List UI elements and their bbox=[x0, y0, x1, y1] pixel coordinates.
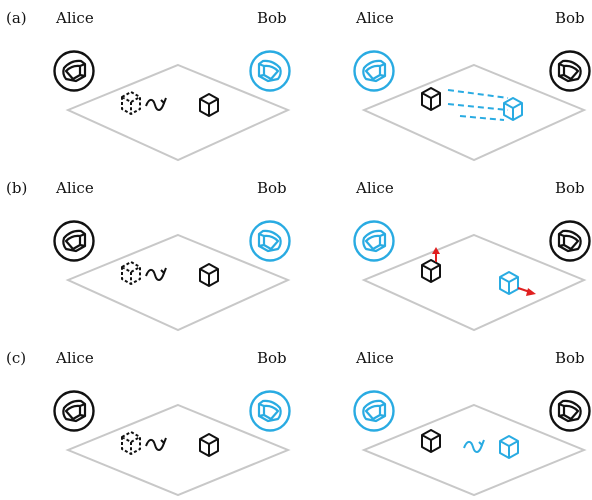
vr-headset-icon bbox=[55, 222, 94, 261]
cube-icon bbox=[500, 436, 518, 458]
wavy-arrow-icon bbox=[464, 440, 484, 452]
dashed-cube-icon bbox=[122, 262, 140, 284]
floor-plane bbox=[364, 65, 584, 160]
vr-headset-icon bbox=[251, 392, 290, 431]
wavy-arrow-icon bbox=[146, 98, 166, 110]
panel-c-left bbox=[55, 392, 290, 496]
wavy-arrow-icon bbox=[146, 438, 166, 450]
wavy-arrow-icon bbox=[146, 268, 166, 280]
vr-headset-icon bbox=[251, 222, 290, 261]
cube-icon bbox=[200, 94, 218, 116]
panel-a-left bbox=[55, 52, 290, 161]
vr-headset-icon bbox=[355, 222, 394, 261]
cube-icon bbox=[200, 264, 218, 286]
cube-icon bbox=[500, 272, 518, 294]
panel-a-right bbox=[355, 52, 590, 161]
vr-headset-icon bbox=[251, 52, 290, 91]
dashed-cube-icon bbox=[122, 92, 140, 114]
vr-headset-icon bbox=[55, 392, 94, 431]
vr-headset-icon bbox=[551, 392, 590, 431]
cube-icon bbox=[200, 434, 218, 456]
panel-b-left bbox=[55, 222, 290, 331]
vr-headset-icon bbox=[355, 52, 394, 91]
cube-icon bbox=[422, 430, 440, 452]
red-arrow-icon bbox=[518, 288, 536, 296]
cube-icon bbox=[504, 98, 522, 120]
teleport-trail bbox=[448, 90, 508, 120]
vr-headset-icon bbox=[551, 222, 590, 261]
floor-plane bbox=[68, 405, 288, 495]
panel-c-right bbox=[355, 392, 590, 496]
floor-plane bbox=[68, 65, 288, 160]
panel-b-right bbox=[355, 222, 590, 331]
vr-headset-icon bbox=[55, 52, 94, 91]
dashed-cube-icon bbox=[122, 432, 140, 454]
cube-icon bbox=[422, 88, 440, 110]
floor-plane bbox=[68, 235, 288, 330]
vr-headset-icon bbox=[551, 52, 590, 91]
cube-icon bbox=[422, 260, 440, 282]
floor-plane bbox=[364, 235, 584, 330]
vr-headset-icon bbox=[355, 392, 394, 431]
